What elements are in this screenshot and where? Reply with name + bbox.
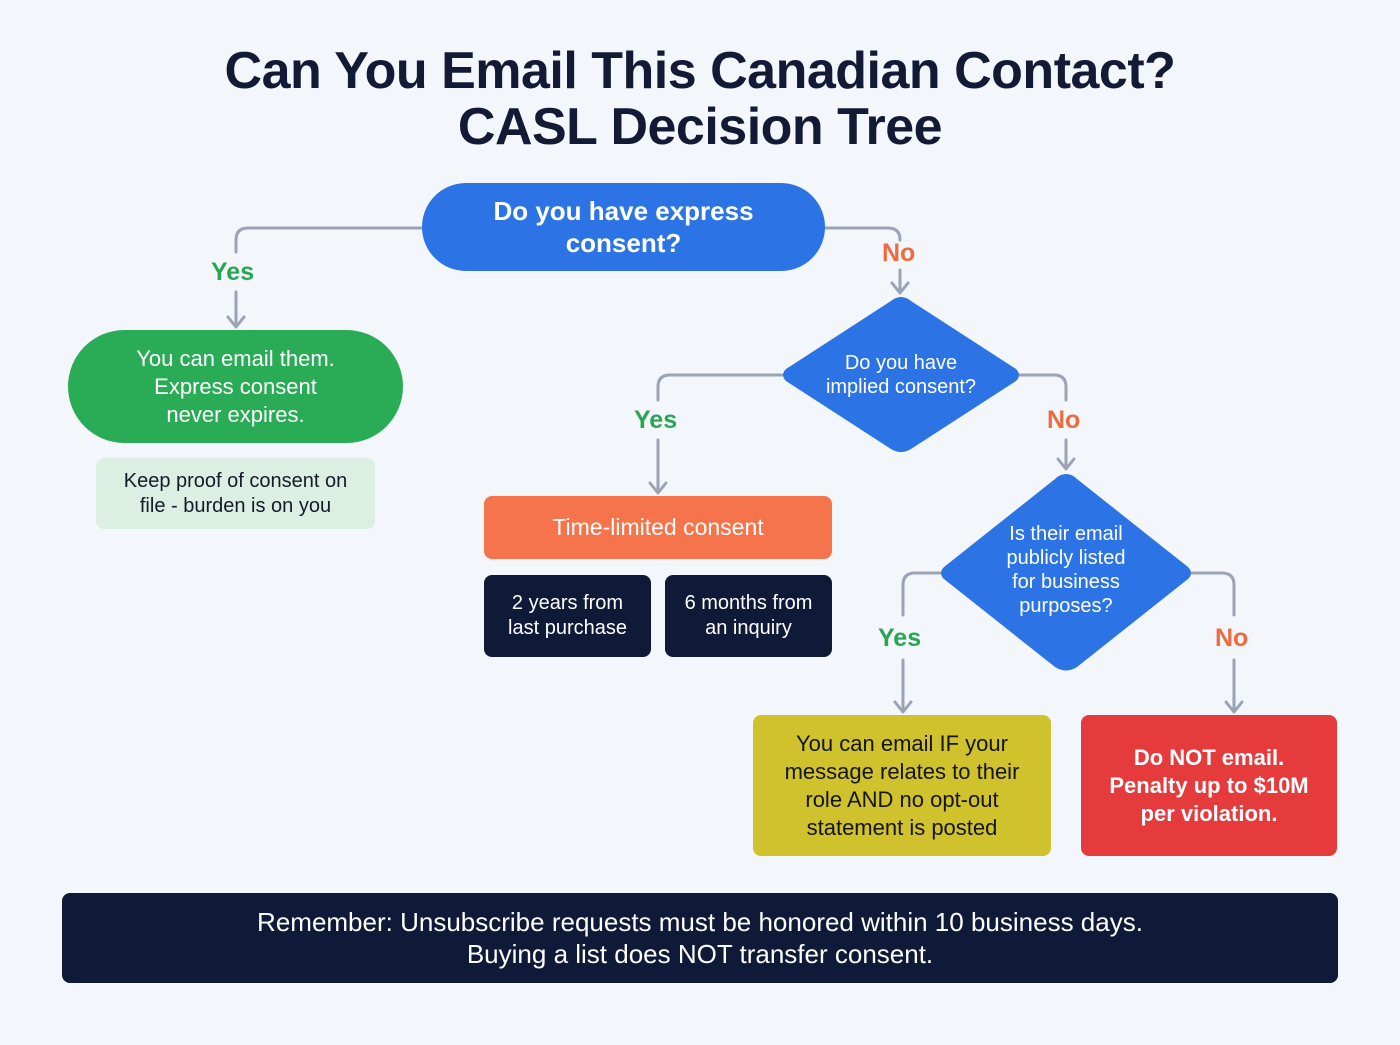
connector-express-yes: [234, 226, 424, 254]
question-implied-line-2: implied consent?: [825, 376, 977, 398]
rule-last-purchase-line-1: 2 years from: [511, 592, 624, 614]
rule-inquiry-line-1: 6 months from: [684, 592, 813, 614]
outcome-do-not-email-line-2: Penalty up to $10M: [1109, 772, 1309, 798]
arrowhead-icon: [893, 700, 913, 714]
rule-inquiry: 6 months from an inquiry: [665, 575, 832, 657]
edge-label-implied-yes: Yes: [634, 406, 678, 434]
note-keep-proof: Keep proof of consent on file - burden i…: [96, 458, 375, 529]
page-title-line-1: Can You Email This Canadian Contact?: [224, 42, 1176, 100]
outcome-can-email-line-2: Express consent: [154, 373, 317, 399]
footer-reminder-banner: Remember: Unsubscribe requests must be h…: [62, 893, 1338, 983]
edge-label-public-no: No: [1215, 624, 1249, 652]
edge-label-express-yes: Yes: [211, 258, 255, 286]
question-express-line-1: Do you have express: [493, 196, 754, 226]
connector-implied-yes: [656, 373, 784, 402]
edge-label-express-no: No: [882, 239, 916, 267]
outcome-conditional-line-1: You can email IF your: [796, 730, 1008, 756]
question-public-line-3: for business: [1012, 571, 1120, 593]
connector-public-yes: [901, 571, 942, 617]
note-keep-proof-line-2: file - burden is on you: [139, 494, 332, 517]
edge-label-implied-no: No: [1047, 406, 1081, 434]
question-public-line-2: publicly listed: [1006, 547, 1126, 569]
edge-label-public-yes: Yes: [878, 624, 922, 652]
rule-last-purchase-line-2: last purchase: [508, 617, 627, 639]
arrowhead-icon: [890, 281, 910, 295]
footer-line-1: Remember: Unsubscribe requests must be h…: [257, 907, 1143, 937]
note-keep-proof-line-1: Keep proof of consent on: [123, 469, 348, 492]
arrowhead-icon: [1056, 457, 1076, 471]
question-public-line-1: Is their email: [1009, 523, 1123, 545]
outcome-do-not-email-line-3: per violation.: [1140, 800, 1278, 826]
outcome-conditional-line-3: role AND no opt-out: [805, 786, 999, 812]
question-express-consent: Do you have express consent?: [422, 183, 825, 271]
question-implied-consent: Do you have implied consent?: [780, 295, 1022, 455]
connector-express-no: [823, 226, 902, 242]
arrowhead-icon: [648, 481, 668, 495]
question-implied-line-1: Do you have: [844, 352, 958, 374]
arrowhead-icon: [1224, 700, 1244, 714]
outcome-can-email-line-3: never expires.: [166, 401, 305, 427]
diamond-shape: [941, 474, 1191, 671]
outcome-can-email: You can email them. Express consent neve…: [68, 330, 403, 443]
outcome-time-limited-consent: Time-limited consent: [484, 496, 832, 559]
outcome-do-not-email: Do NOT email. Penalty up to $10M per vio…: [1081, 715, 1337, 856]
connector-public-no: [1190, 571, 1236, 617]
arrowhead-icon: [226, 315, 246, 329]
connector-implied-no: [1018, 373, 1068, 402]
outcome-conditional-email: You can email IF your message relates to…: [753, 715, 1051, 856]
rule-last-purchase: 2 years from last purchase: [484, 575, 651, 657]
outcome-do-not-email-line-1: Do NOT email.: [1133, 744, 1285, 770]
question-express-line-2: consent?: [565, 228, 682, 258]
outcome-conditional-line-2: message relates to their: [784, 758, 1020, 784]
question-publicly-listed: Is their email publicly listed for busin…: [938, 472, 1194, 674]
diamond-shape: [783, 297, 1019, 452]
footer-line-2: Buying a list does NOT transfer consent.: [466, 939, 934, 969]
outcome-conditional-line-4: statement is posted: [806, 814, 998, 840]
page-title-line-2: CASL Decision Tree: [457, 98, 943, 156]
rule-inquiry-line-2: an inquiry: [705, 617, 792, 639]
question-public-line-4: purposes?: [1019, 595, 1113, 617]
outcome-can-email-line-1: You can email them.: [136, 345, 335, 371]
